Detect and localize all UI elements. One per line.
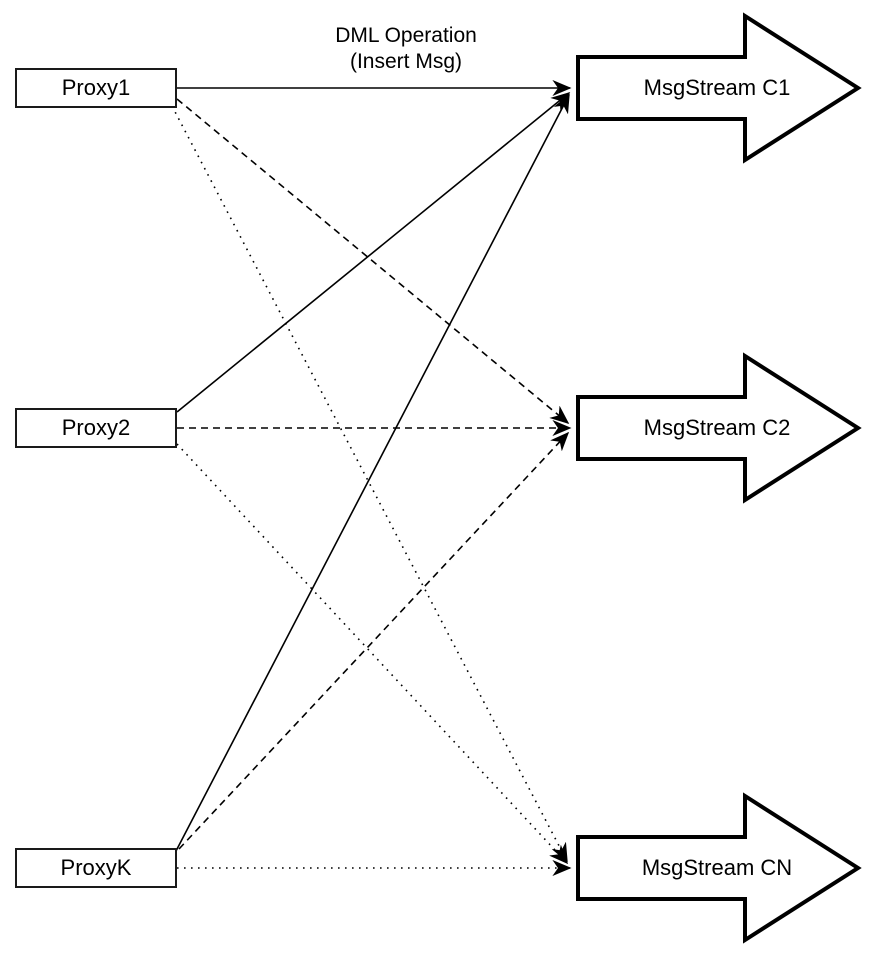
connection-proxyk-c2 [178, 431, 570, 850]
msgstream-cn-label: MsgStream CN [641, 855, 793, 880]
connection-proxy2-c1 [176, 91, 571, 413]
node-proxy1: Proxy1 [15, 68, 177, 108]
connection-proxy1-c2 [176, 98, 570, 425]
msgstream-c1-arrow [576, 12, 862, 164]
proxyk-label: ProxyK [60, 855, 132, 880]
dml-operation-label: DML Operation (Insert Msg) [256, 23, 556, 75]
msgstream-c2-label: MsgStream C2 [643, 415, 791, 440]
msgstream-c1-label: MsgStream C1 [643, 75, 791, 100]
connection-proxy1-cn [171, 105, 568, 863]
dml-operation-label-line2: (Insert Msg) [349, 50, 462, 73]
connection-proxy2-cn [176, 443, 569, 865]
proxy1-label: Proxy1 [61, 75, 131, 100]
msgstream-cn-arrow [576, 792, 862, 944]
connection-proxyk-c1 [175, 93, 570, 852]
dml-operation-label-line1: DML Operation [335, 24, 477, 47]
node-proxyk: ProxyK [15, 848, 177, 888]
msgstream-c2-arrow [576, 352, 862, 504]
node-proxy2: Proxy2 [15, 408, 177, 448]
proxy2-label: Proxy2 [61, 415, 131, 440]
